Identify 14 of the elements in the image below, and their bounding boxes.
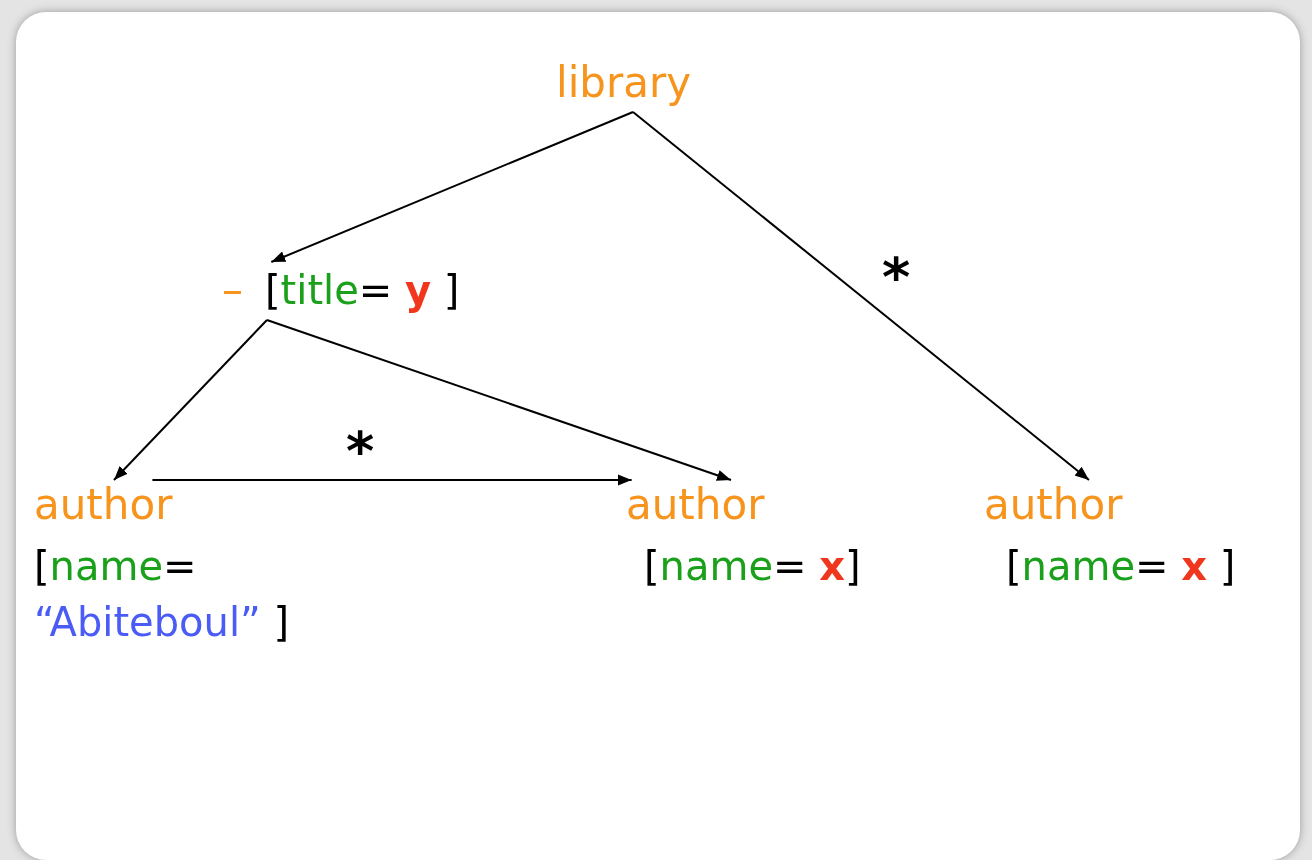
element-name: library	[556, 58, 692, 108]
arrow	[632, 111, 1090, 481]
element-name: author	[626, 480, 766, 530]
attribute-predicate: [name= “Abiteboul” ]	[34, 542, 291, 647]
element-name: –	[222, 265, 243, 315]
arrow	[113, 319, 268, 481]
arrow	[270, 111, 634, 263]
element-name: author	[34, 480, 174, 530]
attribute-predicate: [name= x ]	[1005, 542, 1237, 591]
attribute-predicate: [title= y ]	[265, 266, 460, 315]
element-name: author	[984, 480, 1124, 530]
attribute-predicate: [name= x]	[643, 542, 862, 591]
arrow	[265, 319, 732, 481]
arrow	[151, 474, 633, 486]
